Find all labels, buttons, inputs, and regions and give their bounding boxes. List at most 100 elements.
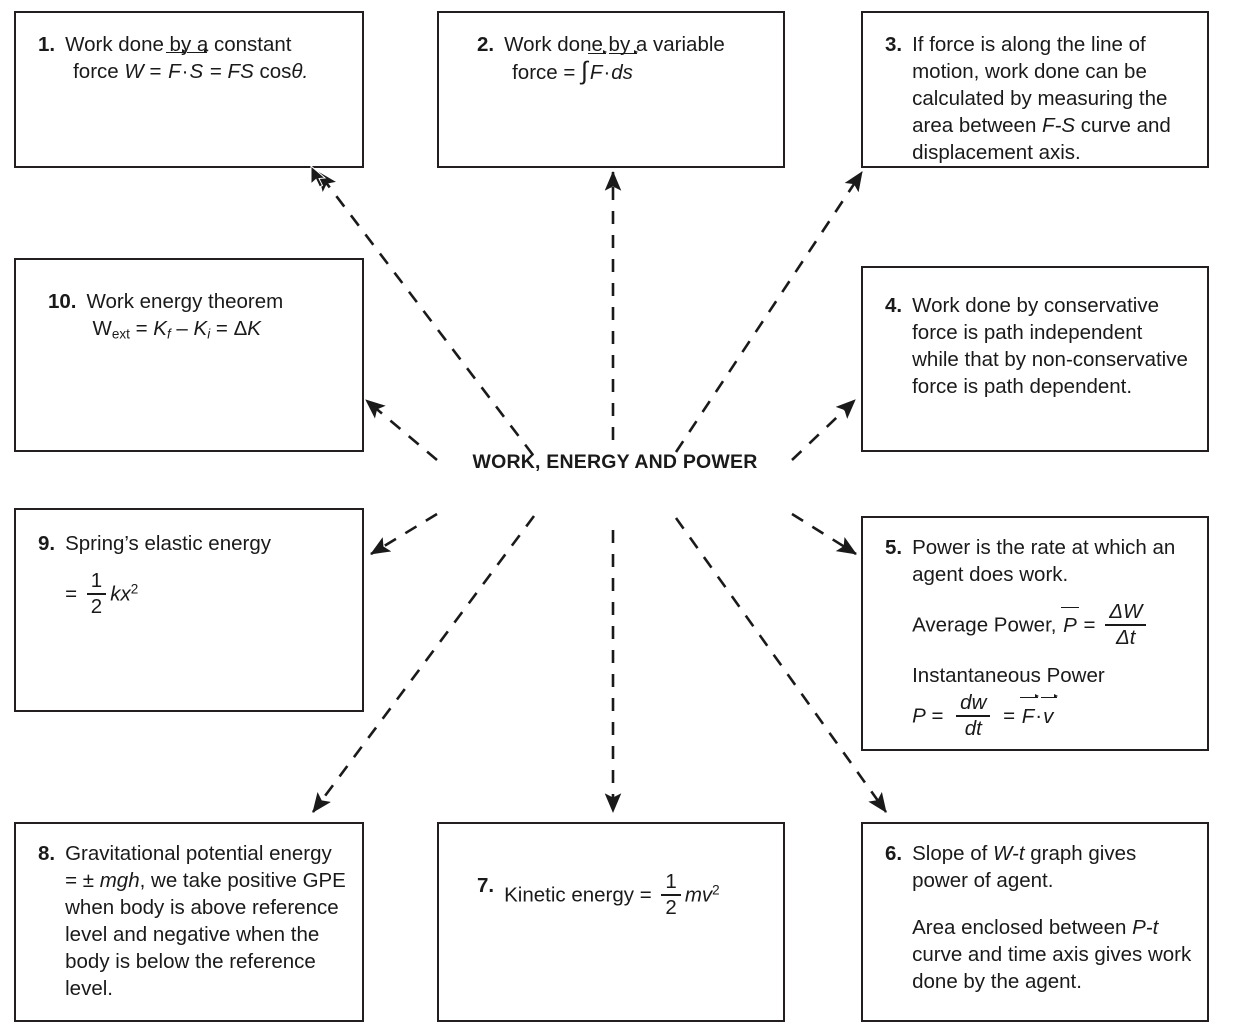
node-6-wt-label: W-t [993, 842, 1025, 865]
arrow-to-node-3 [674, 171, 864, 453]
node-6-pt-label: P-t [1132, 916, 1159, 939]
node-6-p2-post: curve and time axis gives work done by t… [912, 943, 1192, 993]
node-6-paragraph-2: Area enclosed between P-t curve and time… [912, 914, 1193, 995]
node-10-text: Work energy theorem Wext = Kf – Ki = ΔK [87, 288, 349, 348]
arrow-to-node-5 [791, 512, 857, 556]
node-box-2[interactable]: 2. Work done by a variable force = ∫F·ds [437, 11, 785, 168]
node-5-inst-dot: · [1035, 705, 1043, 729]
node-8-text-post: , we take positive GPE when body is abov… [65, 869, 346, 1000]
node-box-4[interactable]: 4. Work done by conservative force is pa… [861, 266, 1209, 452]
node-3-curve-label: F-S [1042, 114, 1076, 137]
node-box-3[interactable]: 3. If force is along the line of motion,… [861, 11, 1209, 168]
node-5-avg-eq: = [1077, 613, 1102, 637]
node-5-avg-numerator: ΔW [1109, 599, 1143, 623]
node-7-mv: mv [684, 883, 713, 907]
node-box-10[interactable]: 10. Work energy theorem Wext = Kf – Ki =… [14, 258, 364, 452]
node-5-avg-denominator: Δt [1105, 623, 1147, 650]
node-9-denominator: 2 [86, 592, 107, 619]
node-5-inst-denominator: dt [956, 714, 991, 741]
node-2-integral-icon: ∫ [581, 57, 588, 85]
node-3-number: 3. [885, 33, 903, 56]
center-title: WORK, ENERGY AND POWER [472, 451, 758, 473]
node-5-inst-eq1: = [925, 705, 950, 729]
node-box-5[interactable]: 5. Power is the rate at which an agent d… [861, 516, 1209, 751]
node-10-minus: – [170, 317, 194, 340]
node-5-avg-P: P [1061, 606, 1079, 637]
node-6-number: 6. [885, 842, 903, 865]
node-5-inst-numerator: dw [960, 691, 987, 715]
node-10-Kf: K [153, 317, 167, 340]
node-1-eq2: = [204, 60, 228, 83]
node-10-eq2: = [210, 317, 234, 340]
node-1-text: Work done by a constant force W = F·S = … [65, 31, 348, 85]
node-box-8[interactable]: 8. Gravitational potential energy = ± mg… [14, 822, 364, 1022]
node-2-line1: Work done by a variable [504, 33, 725, 56]
arrow-to-node-6 [674, 517, 888, 813]
node-7-eq: = [634, 883, 658, 907]
node-2-dot: · [603, 61, 611, 84]
node-5-inst-P: P [912, 705, 926, 729]
node-7-denominator: 2 [661, 893, 681, 920]
node-1-FS: FS [227, 60, 254, 83]
node-1-cos: cos [253, 60, 292, 83]
node-1-vector-F: F [166, 48, 186, 83]
node-1-line2-prefix: force [73, 60, 125, 83]
node-10-label: Work energy theorem [86, 290, 284, 313]
node-2-number: 2. [477, 33, 495, 56]
node-2-line2-prefix: force = [512, 61, 582, 84]
node-10-Kf-subscript: f [166, 326, 171, 342]
node-10-W-subscript: ext [111, 326, 130, 342]
node-4-text: Work done by conservative force is path … [912, 294, 1188, 398]
node-7-exponent: 2 [712, 882, 720, 898]
node-6-text: Slope of W-t graph gives power of agent.… [912, 840, 1193, 995]
node-2-text: Work done by a variable force = ∫F·ds [504, 31, 769, 86]
node-5-vector-v: v [1041, 694, 1059, 729]
node-2-vector-ds: ds [609, 49, 638, 84]
node-1-theta: θ. [291, 60, 309, 83]
node-9-number: 9. [38, 532, 56, 555]
node-10-W: W [92, 317, 112, 340]
node-10-deltaK-K: K [247, 317, 261, 340]
node-box-6[interactable]: 6. Slope of W-t graph gives power of age… [861, 822, 1209, 1022]
node-6-paragraph-1: Slope of W-t graph gives power of agent. [912, 840, 1193, 894]
node-8-mgh: mgh [99, 869, 140, 892]
node-10-formula: Wext = Kf – Ki = ΔK [87, 315, 349, 348]
node-5-text: Power is the rate at which an agent does… [912, 534, 1193, 742]
node-3-text-pre: If force is along the line of motion, wo… [912, 33, 1168, 137]
node-1-dot: · [181, 60, 189, 83]
node-9-label: Spring’s elastic energy [65, 532, 271, 555]
mouse-cursor-icon [310, 164, 327, 188]
node-7-label: Kinetic energy [504, 883, 635, 907]
node-box-1[interactable]: 1. Work done by a constant force W = F·S… [14, 11, 364, 168]
node-1-vector-S: S [187, 48, 208, 83]
node-5-inst-eq2: = [997, 705, 1021, 729]
node-10-number: 10. [48, 290, 77, 313]
node-6-p1-post: graph gives power of agent. [912, 842, 1137, 892]
node-1-number: 1. [38, 33, 56, 56]
node-1-eq1: = [143, 60, 168, 83]
node-8-number: 8. [38, 842, 56, 865]
arrow-to-node-10 [365, 399, 438, 461]
node-9-exponent: 2 [130, 581, 139, 597]
node-1-W: W [124, 60, 144, 83]
node-8-text-pre: Gravitational potential energy = ± [65, 842, 332, 892]
node-7-numerator: 1 [665, 869, 677, 893]
node-5-number: 5. [885, 536, 903, 559]
node-6-p2-pre: Area enclosed between [912, 916, 1133, 939]
node-9-eq: = [65, 582, 83, 606]
arrow-to-node-4 [791, 399, 856, 461]
node-5-inst-label: Instantaneous Power [912, 664, 1105, 688]
node-10-eq1: = [129, 317, 154, 340]
node-3-text: If force is along the line of motion, wo… [912, 31, 1193, 166]
node-9-kx: kx [110, 582, 131, 606]
